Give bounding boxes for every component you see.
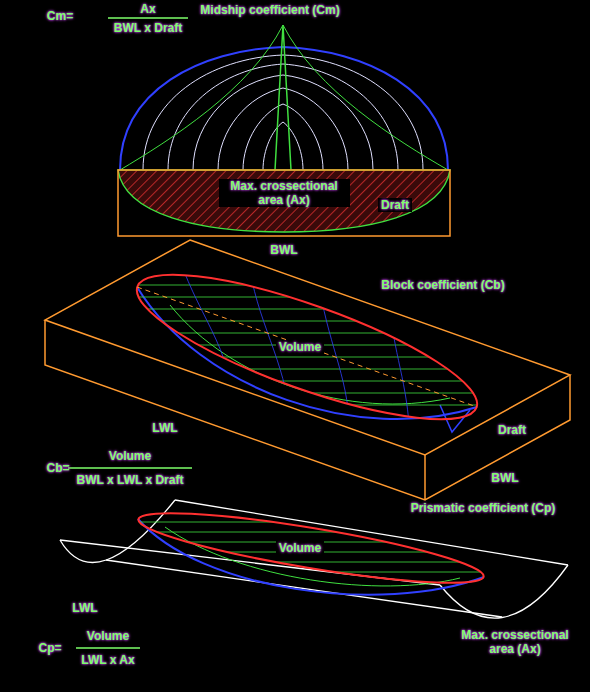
label-text: Volume [276, 541, 324, 555]
label-text: Cp= [38, 641, 61, 655]
label-text: Max. crossectional area (Ax) [453, 628, 578, 656]
prism-trough [60, 500, 568, 618]
label-text: Ax [140, 2, 155, 16]
label-text: Cm= [47, 9, 73, 23]
label-text: Max. crossectional area (Ax) [219, 179, 350, 207]
label-text: LWL [152, 421, 177, 435]
label-text: Volume [87, 629, 129, 643]
label-text: Draft [378, 198, 412, 212]
label-text: BWL [491, 471, 518, 485]
label-text: Volume [109, 449, 151, 463]
label-text: Midship coefficient (Cm) [200, 3, 339, 17]
label-text: BWL x LWL x Draft [77, 473, 184, 487]
block-box [45, 240, 570, 500]
label-text: LWL [72, 601, 97, 615]
fraction-bar [68, 467, 192, 469]
label-text: LWL x Ax [81, 653, 134, 667]
label-text: Draft [498, 423, 526, 437]
fraction-bar [108, 17, 188, 19]
label-text: Block coefficient (Cb) [381, 278, 504, 292]
hull-waterplane [100, 247, 520, 450]
label-text: Cb= [46, 461, 69, 475]
label-text: Prismatic coefficient (Cp) [411, 501, 556, 515]
label-text: BWL [270, 243, 297, 257]
label-text: BWL x Draft [114, 21, 182, 35]
label-text: Volume [276, 340, 324, 354]
fraction-bar [76, 647, 140, 649]
body-plan [118, 25, 450, 236]
